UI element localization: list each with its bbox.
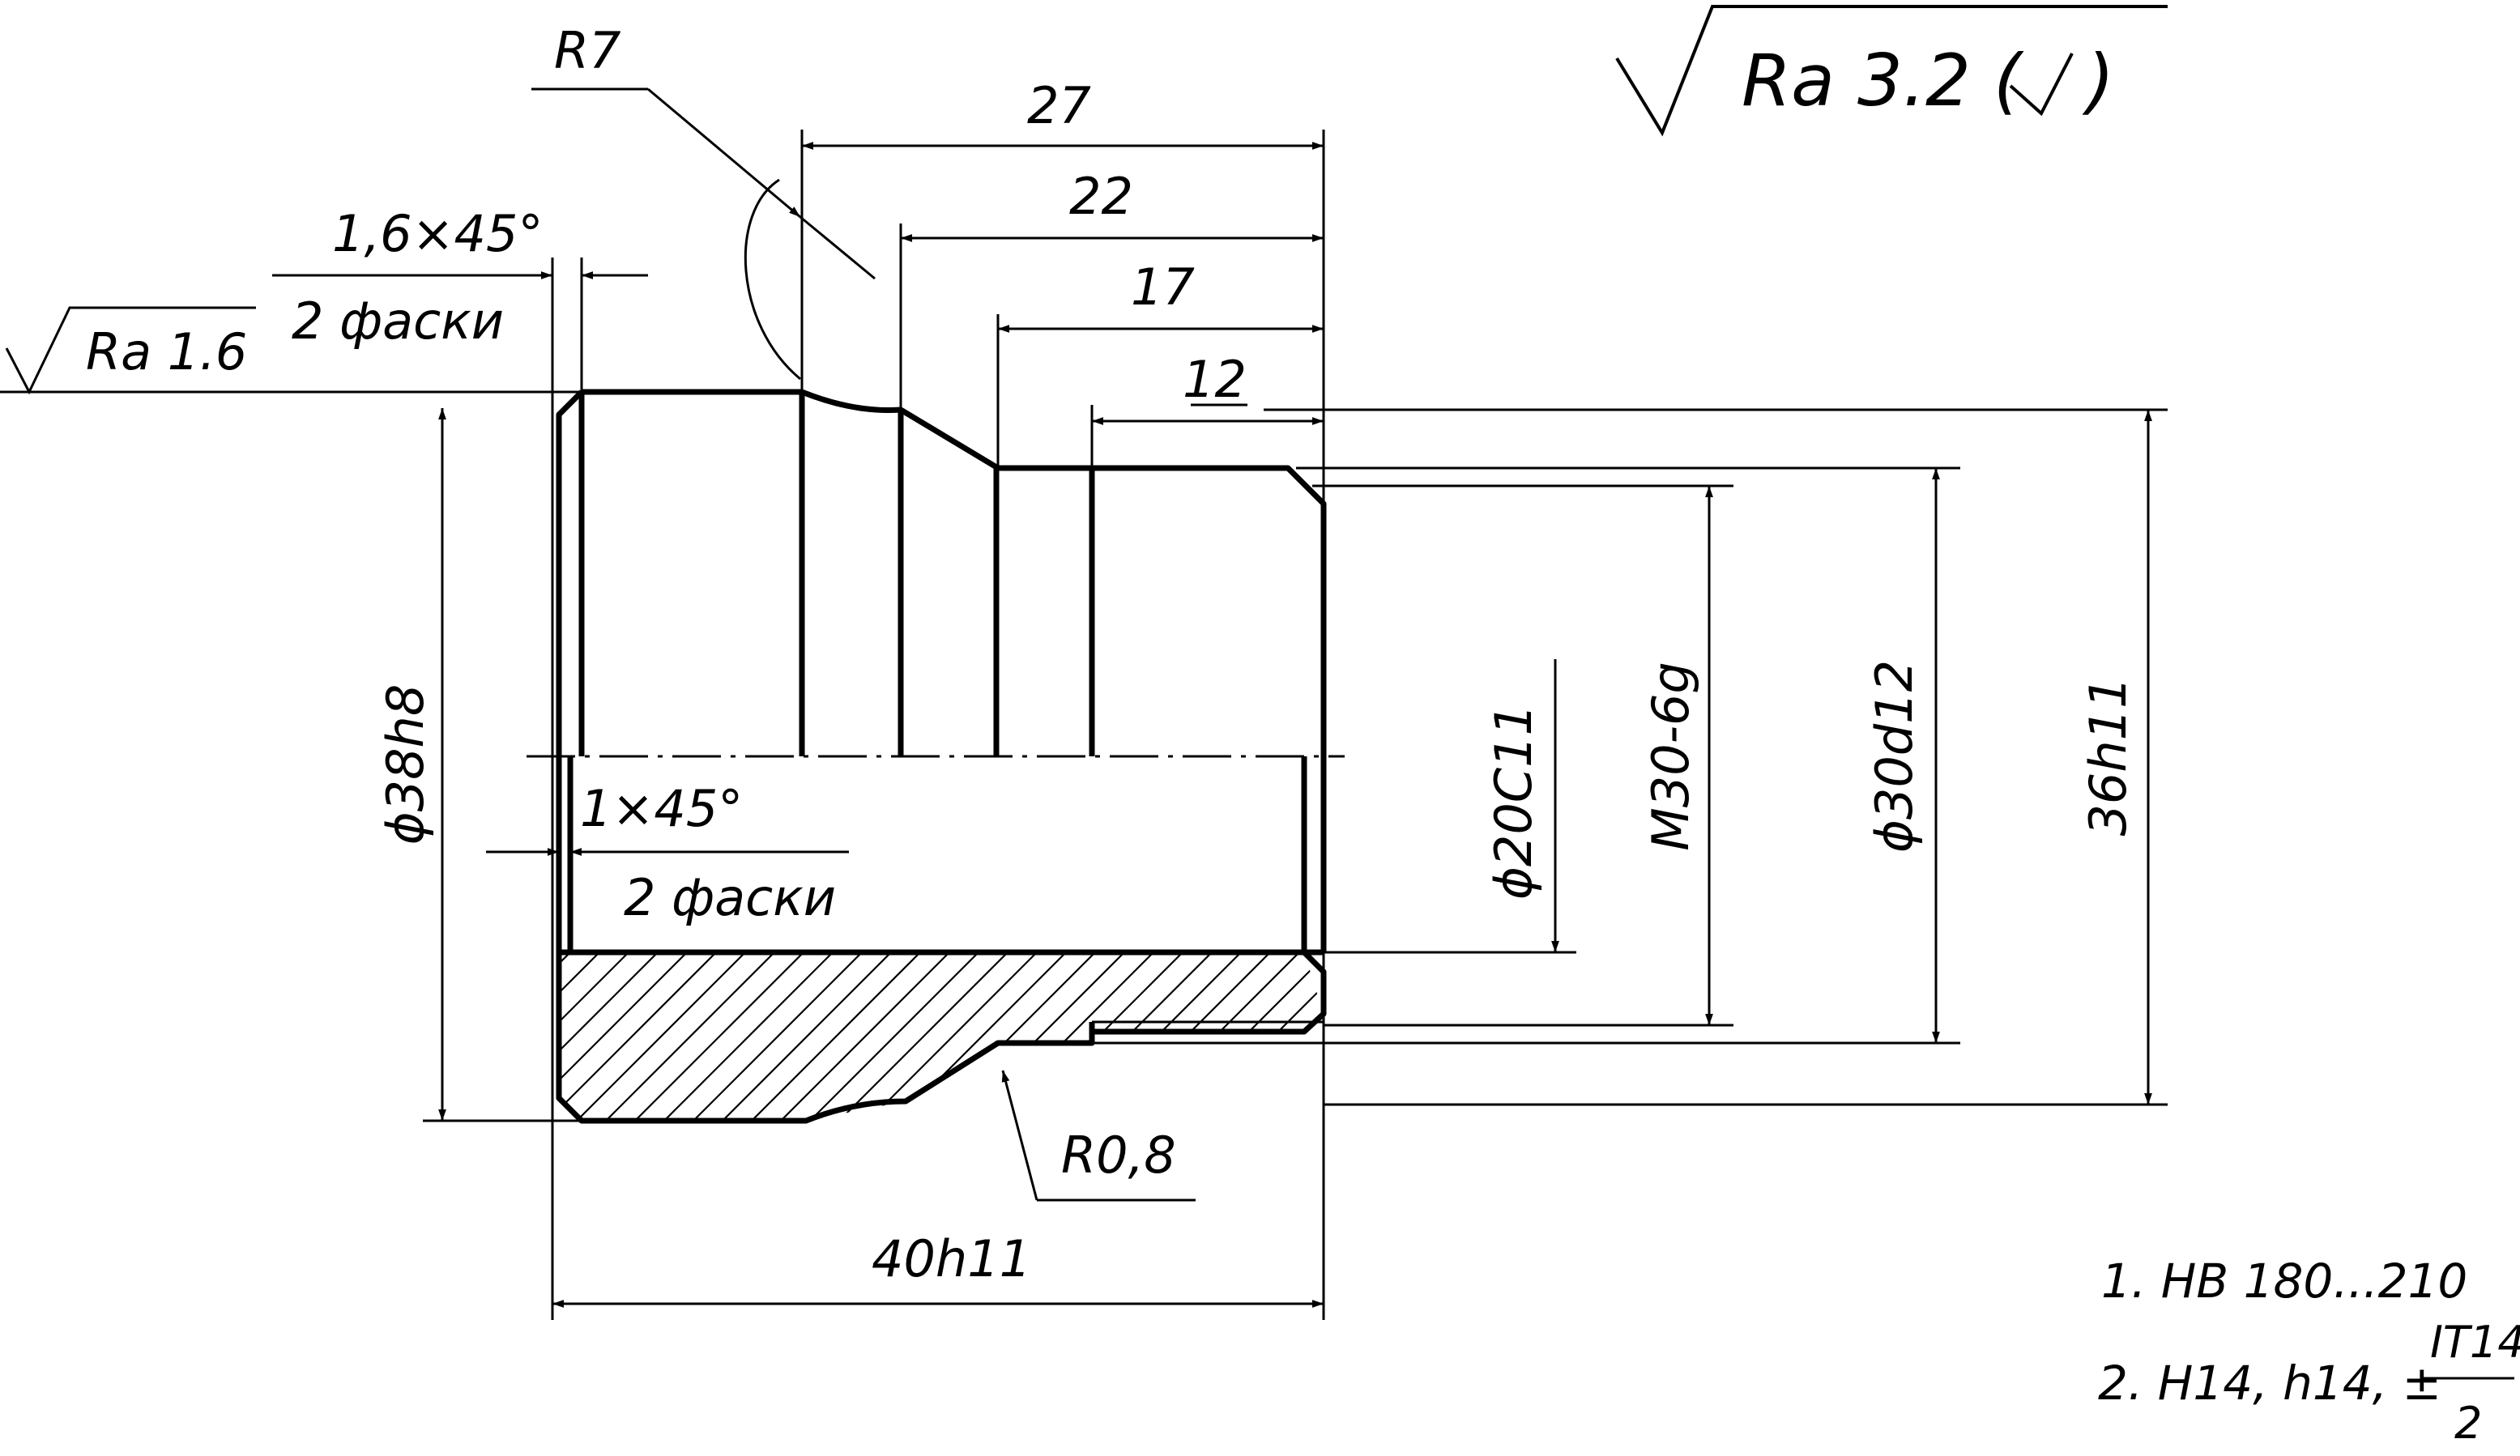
hatch-line — [559, 952, 709, 1121]
hatch-line — [559, 952, 563, 1121]
dimension-lines — [272, 87, 2152, 1308]
svg-text:): ) — [2082, 39, 2114, 122]
technical-notes: 1. HB 180...210 2. H14, h14, ± IT14 2 — [2098, 1254, 2520, 1449]
note-2-denominator: 2 — [2454, 1398, 2482, 1449]
note-2-numerator: IT14 — [2430, 1317, 2520, 1368]
dim-thread-m30: М30-6g — [1641, 662, 1700, 851]
hatch-line — [650, 952, 855, 1121]
note-2: 2. H14, h14, ± — [2098, 1356, 2441, 1411]
dim-27: 27 — [1027, 76, 1091, 135]
hatch-line — [559, 952, 621, 1121]
dimension-labels: R7 27 22 17 12 1,6×45° 2 фаски 1×45° 2 ф… — [292, 21, 2138, 1288]
hatch-line — [243, 931, 446, 1134]
dim-17: 17 — [1131, 258, 1195, 317]
hatch-line — [301, 931, 504, 1134]
hatch-line — [913, 952, 1117, 1121]
hatch-line — [592, 952, 796, 1121]
roughness-local-label: Ra 1.6 — [86, 322, 247, 381]
hatch-line — [825, 952, 1030, 1121]
hatch-line — [330, 931, 533, 1134]
hatch-line — [680, 952, 884, 1121]
hatch-line — [738, 952, 942, 1121]
hatch-line — [709, 952, 913, 1121]
note-1: 1. HB 180...210 — [2101, 1254, 2467, 1309]
roughness-general-symbol: Ra 3.2 ( ) — [1615, 5, 2168, 137]
dim-length-40: 40h11 — [872, 1229, 1031, 1288]
dim-chamfer-top-count: 2 фаски — [292, 292, 504, 351]
hatch-line — [767, 952, 971, 1121]
hatch-line — [563, 952, 767, 1121]
hatch-line — [796, 952, 1000, 1121]
hatch-line — [559, 952, 650, 1121]
dim-dia-20: ϕ20С11 — [1484, 704, 1543, 900]
dim-12: 12 — [1183, 350, 1247, 409]
section-lower — [243, 931, 1327, 1134]
dim-chamfer-inner: 1×45° — [580, 779, 743, 838]
hatch-line — [621, 952, 825, 1121]
dim-chamfer-top: 1,6×45° — [332, 204, 543, 263]
roughness-local-symbol: Ra 1.6 — [5, 306, 256, 395]
dim-dia-30: ϕ30d12 — [1865, 660, 1924, 853]
dim-r08: R0,8 — [1061, 1126, 1176, 1185]
hatch-line — [884, 952, 1088, 1121]
dim-36: 36h11 — [2079, 676, 2138, 836]
dim-dia-38: ϕ38h8 — [376, 684, 435, 845]
hatch-line — [559, 952, 738, 1121]
hatch-line — [559, 952, 680, 1121]
dim-22: 22 — [1069, 167, 1133, 226]
dim-chamfer-inner-count: 2 фаски — [624, 868, 836, 927]
roughness-general-label: Ra 3.2 ( — [1742, 39, 2024, 122]
dim-r7: R7 — [554, 21, 621, 80]
hatch-line — [272, 931, 475, 1134]
